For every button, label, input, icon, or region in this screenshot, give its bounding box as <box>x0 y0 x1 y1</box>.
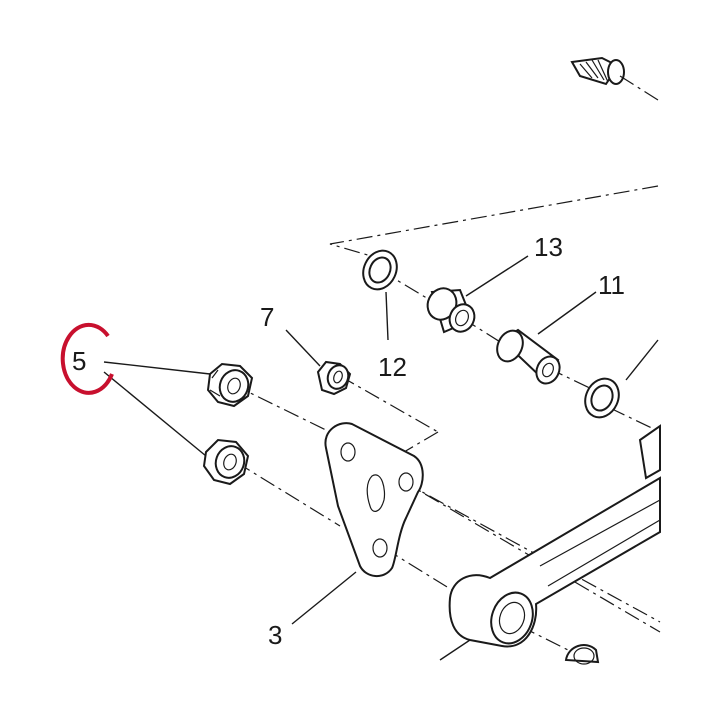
bushing-13 <box>426 287 476 334</box>
callout-label-5: 5 <box>72 346 86 376</box>
assembly-axis-lines <box>231 185 661 657</box>
highlight-circle-5 <box>60 322 114 395</box>
bracket-3 <box>324 422 424 577</box>
small-nut-7 <box>316 360 352 396</box>
linkage-arm <box>439 424 661 665</box>
callout-label-13: 13 <box>534 232 563 262</box>
bushing-11 <box>496 328 561 385</box>
threaded-rod-end <box>570 56 659 101</box>
washer-12-upper <box>362 249 398 291</box>
washer-12-lower <box>584 377 620 419</box>
callout-label-7: 7 <box>260 302 274 332</box>
flange-nut-5-lower <box>202 438 250 486</box>
callout-label-11: 11 <box>598 270 625 300</box>
flange-nut-5-upper <box>206 362 254 408</box>
callout-label-3: 3 <box>268 620 282 650</box>
leader-lines <box>103 255 659 625</box>
callout-label-12: 12 <box>378 352 407 382</box>
